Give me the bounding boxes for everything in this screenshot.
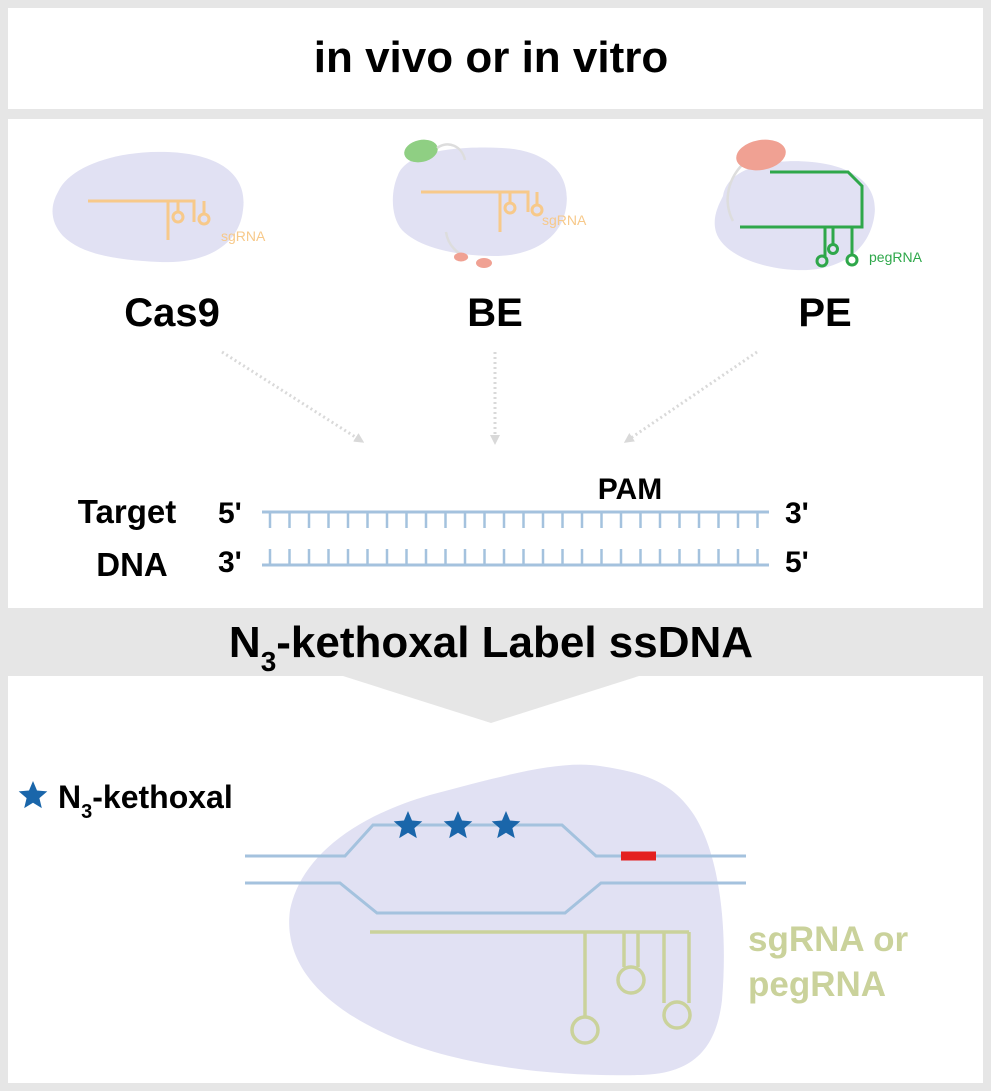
legend-subscript: 3	[81, 801, 92, 823]
legend-label: N3-kethoxal	[58, 779, 233, 823]
pe-rna-label: pegRNA	[869, 249, 923, 265]
kethoxal-stars	[393, 811, 521, 839]
convergence-arrows	[221, 350, 758, 445]
top-strand-left-end: 5'	[218, 497, 242, 530]
cas9-label: Cas9	[124, 291, 220, 335]
guide-label-line1: sgRNA or	[748, 920, 908, 959]
ugi-icon-right	[476, 258, 492, 268]
pe-complex: pegRNA PE	[714, 139, 923, 335]
arrow-cas9	[221, 350, 365, 443]
pam-label: PAM	[598, 473, 662, 506]
cas9-sgrna	[88, 199, 211, 240]
target-dna-label-line2: DNA	[96, 546, 168, 583]
guide-rna-bottom	[370, 930, 692, 1045]
banner-prefix: N	[229, 618, 261, 667]
kethoxal-star-icon	[393, 811, 423, 839]
star-icon	[18, 781, 48, 809]
banner-title: N3-kethoxal Label ssDNA	[229, 618, 753, 677]
cas9-rna-label: sgRNA	[221, 228, 266, 244]
legend-suffix: -kethoxal	[92, 779, 232, 815]
bottom-strand-left-end: 3'	[218, 546, 242, 579]
pe-label: PE	[798, 291, 851, 335]
cas-protein-bottom	[289, 764, 724, 1076]
be-complex: sgRNA BE	[392, 139, 587, 335]
legend-star-icon	[18, 781, 48, 809]
cas9-protein	[52, 151, 244, 263]
pe-pegrna	[740, 170, 864, 268]
reverse-transcriptase-icon	[736, 139, 786, 171]
pe-protein	[714, 161, 875, 271]
be-label: BE	[467, 291, 523, 335]
target-dna-label-line1: Target	[78, 493, 176, 530]
bottom-strand-right-end: 5'	[785, 546, 809, 579]
legend: N3-kethoxal	[18, 779, 233, 823]
dna-bottom-bases	[268, 549, 759, 565]
be-protein	[392, 147, 567, 256]
banner-suffix: -kethoxal Label ssDNA	[276, 618, 753, 667]
be-linker-top	[436, 143, 467, 161]
be-sgrna	[421, 190, 544, 232]
be-rna-label: sgRNA	[542, 212, 587, 228]
guide-label-line2: pegRNA	[748, 965, 886, 1004]
banner-subscript: 3	[261, 646, 277, 677]
ugi-icon-left	[454, 252, 468, 262]
page-title: in vivo or in vitro	[314, 33, 669, 82]
dna-top-bases	[268, 512, 759, 528]
target-strand	[245, 881, 746, 915]
legend-prefix: N	[58, 779, 81, 815]
cas9-complex: sgRNA Cas9	[52, 151, 266, 335]
kethoxal-star-icon	[491, 811, 521, 839]
deaminase-icon	[404, 139, 438, 163]
kethoxal-star-icon	[443, 811, 473, 839]
title-panel	[8, 8, 983, 109]
top-strand-right-end: 3'	[785, 497, 809, 530]
arrow-pe	[623, 350, 758, 443]
down-chevron	[343, 676, 639, 723]
pe-linker	[726, 164, 743, 222]
